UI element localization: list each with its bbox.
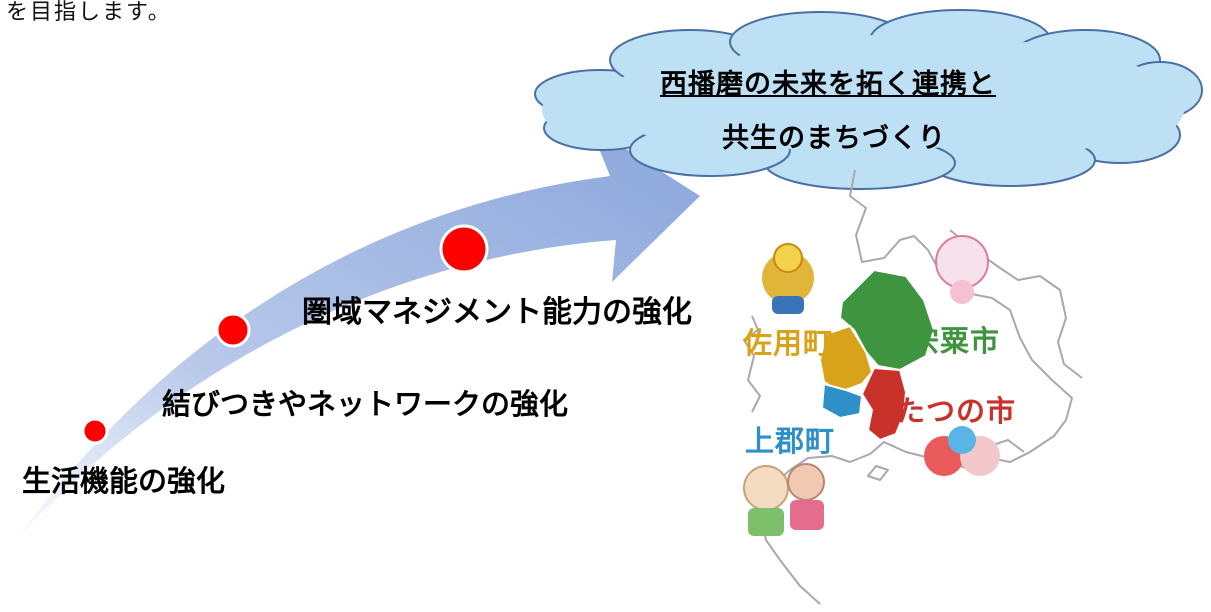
stage-dot-medium xyxy=(215,312,251,348)
municipality-tatsuno-label: たつの市 xyxy=(896,394,1017,428)
goal-title-line-2: 共生のまちづくり xyxy=(722,123,946,154)
stage-dot-small xyxy=(81,417,109,445)
region-map xyxy=(743,169,1083,605)
goal-title-line-1: 西播磨の未来を拓く連携と xyxy=(660,69,996,100)
sayo-mascot-illustration xyxy=(762,243,814,314)
municipality-shiso-label: 宍粟市 xyxy=(910,324,1001,358)
goal-cloud-core xyxy=(542,35,1185,155)
shiso-mascot-illustration xyxy=(935,235,989,304)
municipality-regions xyxy=(818,268,936,442)
sayo-region xyxy=(818,324,874,394)
stage-3-label: 圏域マネジメント能力の強化 xyxy=(302,295,692,330)
stage-1-label: 生活機能の強化 xyxy=(22,464,226,498)
kamigori-mascot-illustration xyxy=(743,463,825,536)
tatsuno-region xyxy=(860,366,908,442)
stage-2-label: 結びつきやネットワークの強化 xyxy=(162,387,569,421)
intro-text: を目指します。 xyxy=(6,0,172,25)
municipality-kamigori-label: 上郡町 xyxy=(745,424,836,458)
kamigori-region xyxy=(820,382,864,420)
tatsuno-mascot-illustration xyxy=(924,426,1000,476)
municipality-sayo-label: 佐用町 xyxy=(743,326,834,360)
growth-arrow xyxy=(10,126,700,548)
stage-dot-large xyxy=(439,224,489,274)
